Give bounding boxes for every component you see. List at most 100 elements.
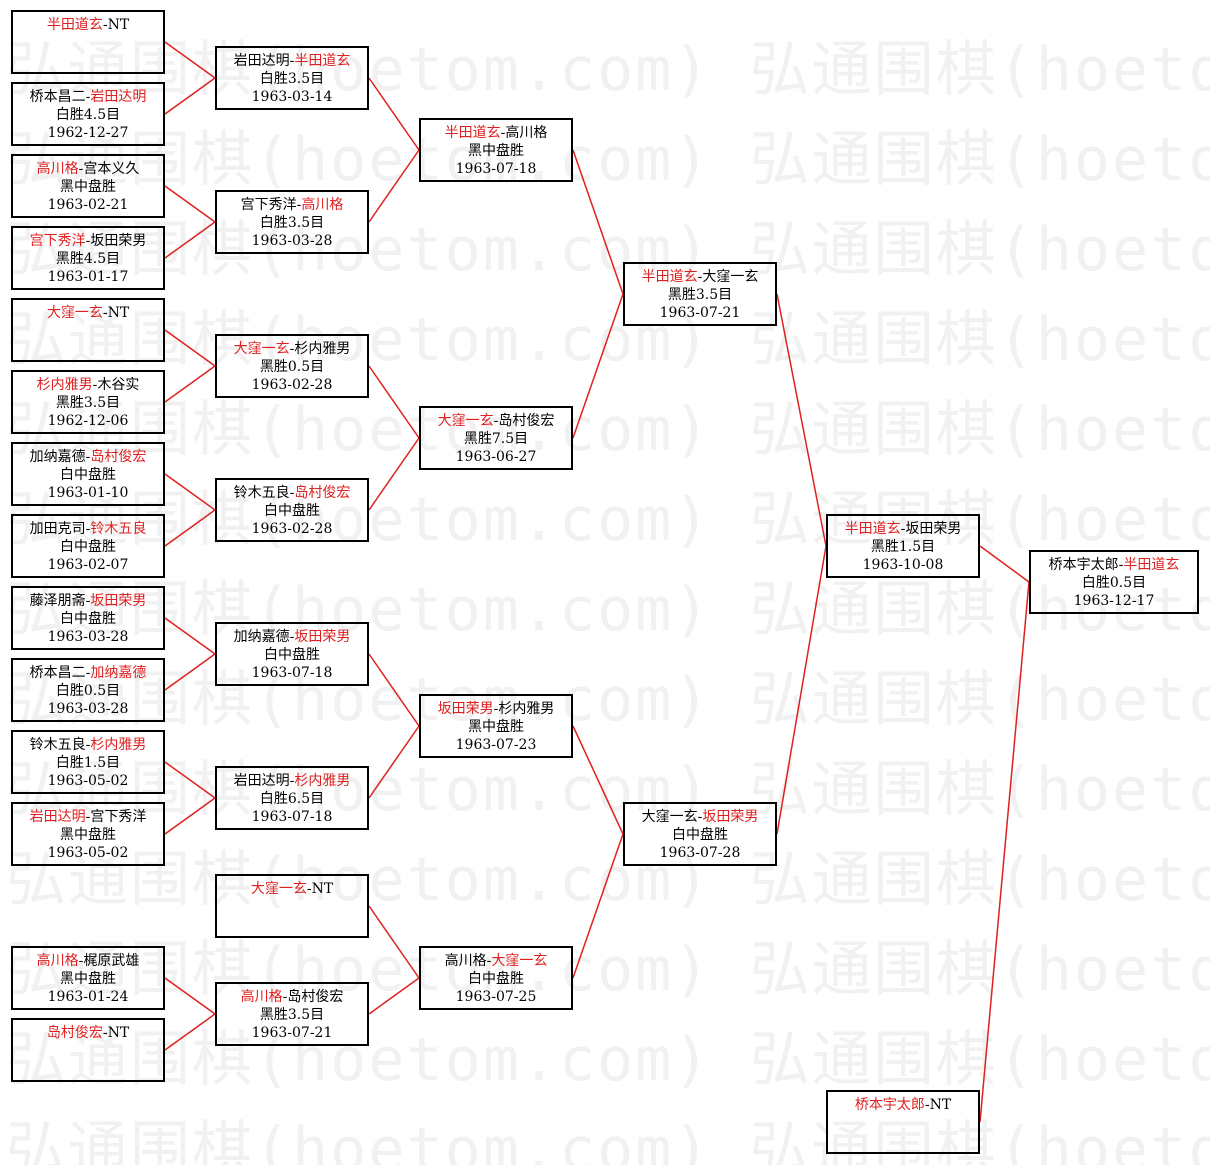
connector-r3-2-r4-1: [572, 293, 624, 439]
game-date: 1963-10-08: [862, 557, 944, 573]
matchup: 高川格-宫本义久: [13, 160, 163, 178]
matchup: 岩田达明-半田道玄: [217, 52, 367, 70]
game-date: 1963-06-27: [455, 449, 537, 465]
player-two: 岛村俊宏: [90, 449, 147, 465]
game-date: 1963-07-18: [251, 665, 333, 681]
game-result: 白胜0.5目: [1081, 575, 1147, 591]
player-two: NT: [311, 881, 334, 897]
player-two: 高川格: [505, 125, 548, 141]
game-box-r5-2: 桥本宇太郎-NT: [826, 1090, 980, 1154]
game-date: 1963-01-17: [47, 269, 129, 285]
separator: -: [289, 53, 295, 69]
connector-r2-7-r3-4: [368, 905, 420, 979]
player-two: NT: [107, 17, 130, 33]
separator: -: [78, 953, 84, 969]
game-result: 白胜4.5目: [55, 107, 121, 123]
game-box-r1-5: 大窪一玄-NT: [11, 298, 165, 362]
game-date: 1962-12-27: [47, 125, 129, 141]
separator: -: [85, 593, 91, 609]
separator: -: [924, 1097, 930, 1113]
game-result: 白中盘胜: [264, 647, 320, 663]
separator: -: [1118, 557, 1124, 573]
player-one: 高川格: [36, 161, 79, 177]
player-two: 半田道玄: [294, 53, 351, 69]
connector-r1-12-r2-6: [164, 797, 216, 835]
matchup: 宫下秀洋-坂田荣男: [13, 232, 163, 250]
game-result: 黑胜7.5目: [463, 431, 529, 447]
connector-r1-1-r2-1: [164, 41, 216, 79]
game-result: 白中盘胜: [60, 539, 116, 555]
game-result: 黑胜3.5目: [259, 1007, 325, 1023]
connector-r1-10-r2-5: [164, 653, 216, 691]
player-two: 岩田达明: [90, 89, 147, 105]
separator: -: [697, 269, 703, 285]
matchup: 半田道玄-高川格: [421, 124, 571, 142]
matchup: 藤泽朋斋-坂田荣男: [13, 592, 163, 610]
player-two: 杉内雅男: [90, 737, 147, 753]
matchup: 坂田荣男-杉内雅男: [421, 700, 571, 718]
player-one: 半田道玄: [641, 269, 698, 285]
player-one: 半田道玄: [844, 521, 901, 537]
game-result: 黑胜3.5目: [55, 395, 121, 411]
separator: -: [102, 1025, 108, 1041]
game-box-r3-4: 高川格-大窪一玄白中盘胜 1963-07-25: [419, 946, 573, 1010]
matchup: 大窪一玄-NT: [13, 304, 163, 322]
game-date: 1963-07-25: [455, 989, 537, 1005]
matchup: 岛村俊宏-NT: [13, 1024, 163, 1042]
connector-r1-7-r2-4: [164, 473, 216, 511]
separator: -: [85, 809, 91, 825]
connector-r2-3-r3-2: [368, 365, 420, 439]
connector-r2-5-r3-3: [368, 653, 420, 727]
player-one: 大窪一玄: [250, 881, 307, 897]
player-one: 高川格: [444, 953, 487, 969]
matchup: 铃木五良-杉内雅男: [13, 736, 163, 754]
player-one: 岛村俊宏: [46, 1025, 103, 1041]
matchup: 大窪一玄-杉内雅男: [217, 340, 367, 358]
game-date: 1963-07-21: [251, 1025, 333, 1041]
game-result: 白中盘胜: [672, 827, 728, 843]
player-two: 杉内雅男: [498, 701, 555, 717]
player-two: 大窪一玄: [491, 953, 548, 969]
player-two: 坂田荣男: [90, 233, 147, 249]
connector-r1-14-r2-8: [164, 1013, 216, 1051]
game-box-r1-14: 岛村俊宏-NT: [11, 1018, 165, 1082]
game-result: 黑中盘胜: [60, 179, 116, 195]
game-result: 白中盘胜: [60, 611, 116, 627]
game-result: 白胜6.5目: [259, 791, 325, 807]
connector-r1-4-r2-2: [164, 221, 216, 259]
player-one: 加纳嘉德: [233, 629, 290, 645]
game-result: 白胜0.5目: [55, 683, 121, 699]
player-one: 铃木五良: [233, 485, 290, 501]
player-two: 杉内雅男: [294, 341, 351, 357]
connector-r4-2-r5-1: [776, 545, 827, 835]
matchup: 桥本宇太郎-NT: [828, 1096, 978, 1114]
player-one: 岩田达明: [29, 809, 86, 825]
game-result: 黑中盘胜: [468, 719, 524, 735]
separator: -: [486, 953, 492, 969]
game-result: 白胜3.5目: [259, 71, 325, 87]
game-result: 白中盘胜: [468, 971, 524, 987]
game-date: 1963-12-17: [1073, 593, 1155, 609]
connector-r3-1-r4-1: [572, 149, 624, 295]
separator: -: [306, 881, 312, 897]
player-two: 坂田荣男: [294, 629, 351, 645]
connector-r1-11-r2-6: [164, 761, 216, 799]
game-result: 白中盘胜: [60, 467, 116, 483]
separator: -: [85, 521, 91, 537]
player-one: 大窪一玄: [46, 305, 103, 321]
